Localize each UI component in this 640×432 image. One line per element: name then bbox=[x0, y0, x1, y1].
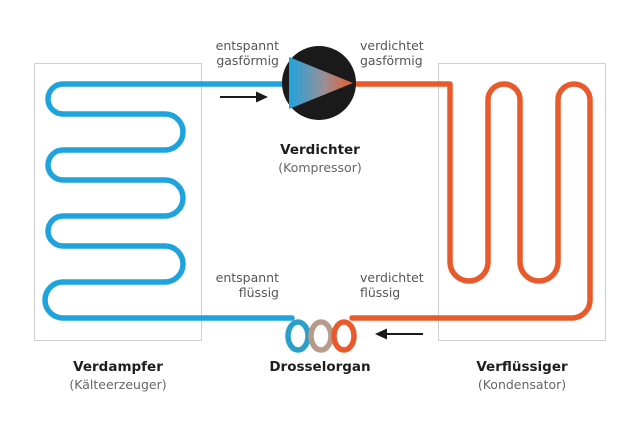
evaporator-name: Verdampfer bbox=[73, 359, 163, 375]
throttle-name: Drosselorgan bbox=[269, 359, 371, 375]
condenser-subtitle: (Kondensator) bbox=[477, 377, 567, 392]
flow-arrow-left-icon bbox=[375, 328, 423, 340]
compressor-symbol bbox=[289, 57, 353, 109]
compressor-subtitle: (Kompressor) bbox=[278, 160, 362, 175]
compressor-inlet-state: entspannt gasförmig bbox=[216, 38, 279, 68]
condenser-name: Verflüssiger bbox=[476, 359, 568, 375]
throttle-inlet-line2: flüssig bbox=[360, 285, 401, 300]
condenser-title: Verflüssiger (Kondensator) bbox=[442, 359, 602, 393]
throttle-outlet-state: entspannt flüssig bbox=[216, 270, 279, 300]
throttle-title: Drosselorgan bbox=[250, 359, 390, 376]
condenser-box bbox=[438, 63, 606, 341]
compressor-name: Verdichter bbox=[280, 142, 360, 158]
evaporator-coil bbox=[42, 81, 295, 321]
throttle-outlet-line1: entspannt bbox=[215, 270, 279, 285]
compressor-outlet-line1: verdichtet bbox=[360, 38, 424, 53]
throttle-loop-blue bbox=[285, 319, 311, 353]
throttle-inlet-state: verdichtet flüssig bbox=[360, 270, 424, 300]
compressor-title: Verdichter (Kompressor) bbox=[250, 142, 390, 176]
compressor-outlet-line2: gasförmig bbox=[360, 53, 423, 68]
condenser-coil bbox=[349, 81, 593, 321]
throttle-loop-mid bbox=[308, 319, 334, 353]
evaporator-box bbox=[34, 63, 202, 341]
evaporator-title: Verdampfer (Kälteerzeuger) bbox=[38, 359, 198, 393]
compressor-outlet-state: verdichtet gasförmig bbox=[360, 38, 424, 68]
compressor-inlet-line1: entspannt bbox=[215, 38, 279, 53]
flow-arrow-right-icon bbox=[220, 91, 268, 103]
evaporator-subtitle: (Kälteerzeuger) bbox=[69, 377, 167, 392]
throttle-loop-orange bbox=[331, 319, 357, 353]
compressor-inlet-line2: gasförmig bbox=[216, 53, 279, 68]
throttle-inlet-line1: verdichtet bbox=[360, 270, 424, 285]
throttle-outlet-line2: flüssig bbox=[238, 285, 279, 300]
